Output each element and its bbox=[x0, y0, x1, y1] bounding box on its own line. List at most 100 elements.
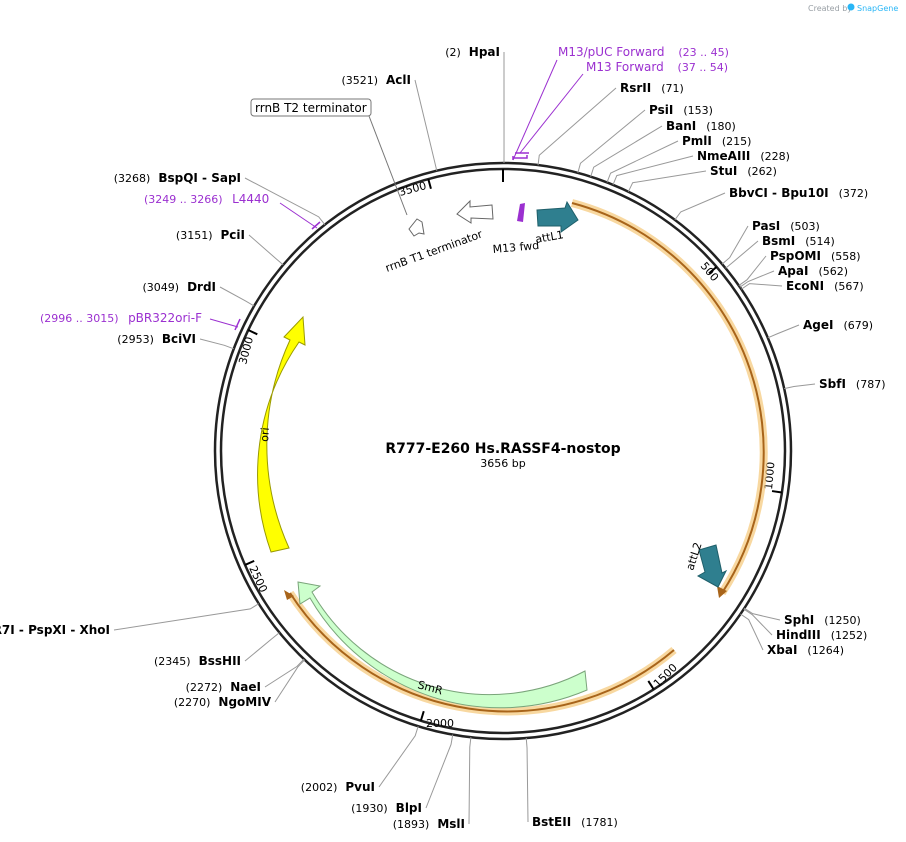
site-leader-drdi bbox=[219, 286, 255, 307]
site-paer7i: (2417)PaeR7I - PspXI - XhoI bbox=[0, 623, 110, 637]
site-pasi-pos: (503) bbox=[790, 220, 820, 233]
attl1-arrow bbox=[536, 200, 579, 233]
site-ngomiv: (2270)NgoMIV bbox=[174, 695, 272, 709]
site-psii-pos: (153) bbox=[683, 104, 713, 117]
site-ngomiv-pos: (2270) bbox=[174, 696, 211, 709]
site-hindiii: HindIII(1252) bbox=[776, 628, 867, 642]
site-leader-blpi bbox=[425, 734, 454, 809]
site-bani: BanI (180) bbox=[666, 119, 736, 133]
site-xbai-pos: (1264) bbox=[807, 644, 844, 657]
l4440-leader bbox=[279, 202, 318, 229]
site-leader-hindiii bbox=[743, 608, 773, 636]
primer-markers bbox=[209, 59, 584, 331]
site-bcivi-name: BciVI bbox=[162, 332, 196, 346]
primer-m13puc-range: (23 .. 45) bbox=[678, 46, 729, 59]
site-bspqi: (3268)BspQI - SapI bbox=[114, 171, 241, 185]
site-apai: ApaI(562) bbox=[778, 264, 848, 278]
site-leader-paer7i bbox=[113, 603, 260, 631]
plasmid-length: 3656 bp bbox=[480, 457, 525, 470]
site-pmli-name: PmlI bbox=[682, 134, 712, 148]
site-apai-name: ApaI bbox=[778, 264, 808, 278]
orf-bottom-arc bbox=[289, 592, 675, 713]
ruler-tick-3000 bbox=[247, 329, 258, 336]
ori-label: ori bbox=[258, 427, 272, 442]
site-leaders bbox=[113, 51, 816, 825]
credit-text: Created by bbox=[808, 4, 852, 13]
site-stui-pos: (262) bbox=[747, 165, 777, 178]
site-sphi: SphI(1250) bbox=[784, 613, 861, 627]
site-leader-psp bbox=[738, 255, 767, 286]
site-pvui-pos: (2002) bbox=[301, 781, 338, 794]
smr-label: SmR bbox=[416, 678, 444, 697]
rrnb-t2-arrow bbox=[408, 218, 425, 237]
site-leader-bsteii bbox=[525, 738, 529, 823]
site-leader-bcivi bbox=[199, 338, 234, 350]
site-leader-econi bbox=[741, 283, 783, 290]
site-blpi: (1930)BlpI bbox=[351, 801, 422, 815]
site-leader-bani bbox=[590, 125, 663, 177]
site-stui: StuI (262) bbox=[710, 164, 777, 178]
site-bani-name: BanI bbox=[666, 119, 696, 133]
primer-pbr-name: pBR322ori-F bbox=[128, 311, 202, 325]
l4440-marker bbox=[311, 221, 321, 230]
smr-arrow bbox=[297, 581, 588, 709]
m13puc-leader bbox=[512, 59, 558, 161]
site-blpi-pos: (1930) bbox=[351, 802, 388, 815]
site-xbai-name: XbaI bbox=[767, 643, 797, 657]
primer-m13puc: M13/pUC Forward (23 .. 45) bbox=[558, 45, 729, 59]
site-bsteii: BstEII(1781) bbox=[532, 815, 618, 829]
site-hpai-pos: (2) bbox=[445, 46, 461, 59]
site-sbfi: SbfI(787) bbox=[819, 377, 886, 391]
rrnb-t1-label: rrnB T1 terminator bbox=[384, 227, 485, 274]
primer-l4440-range: (3249 .. 3266) bbox=[144, 193, 223, 206]
primer-labels: M13/pUC Forward (23 .. 45) M13 Forward (… bbox=[40, 45, 729, 325]
primer-pbr-range: (2996 .. 3015) bbox=[40, 312, 119, 325]
rrnb-t2-label: rrnB T2 terminator bbox=[255, 101, 367, 115]
site-msli-pos: (1893) bbox=[393, 818, 430, 831]
site-bani-pos: (180) bbox=[706, 120, 736, 133]
site-pasi: PasI (503) bbox=[752, 219, 820, 233]
site-pasi-name: PasI bbox=[752, 219, 780, 233]
ruler-label-3000: 3000 bbox=[236, 335, 256, 365]
site-leader-pvui bbox=[378, 726, 419, 788]
pbr-leader bbox=[209, 318, 239, 328]
primer-l4440-name: L4440 bbox=[232, 192, 269, 206]
site-stui-name: StuI bbox=[710, 164, 737, 178]
site-naei: (2272)NaeI bbox=[186, 680, 261, 694]
site-leader-bbvci bbox=[674, 192, 726, 221]
site-econi: EcoNI(567) bbox=[786, 279, 864, 293]
primer-m13f: M13 Forward (37 .. 54) bbox=[586, 60, 728, 74]
site-sphi-name: SphI bbox=[784, 613, 814, 627]
site-sbfi-pos: (787) bbox=[856, 378, 886, 391]
site-bsshii: (2345)BssHII bbox=[154, 654, 241, 668]
site-leader-rsrii bbox=[537, 87, 617, 166]
site-pcii: (3151)PciI bbox=[176, 228, 245, 242]
site-leader-pasi bbox=[721, 225, 749, 265]
site-acli-name: AclI bbox=[386, 73, 411, 87]
pbr-marker bbox=[234, 318, 241, 331]
site-psii-name: PsiI bbox=[649, 103, 673, 117]
orf-arcs bbox=[284, 199, 768, 716]
site-drdi: (3049)DrdI bbox=[142, 280, 216, 294]
site-bbvci-pos: (372) bbox=[839, 187, 869, 200]
orf-right-arrowhead bbox=[717, 586, 727, 598]
ruler-label-2000: 2000 bbox=[426, 717, 454, 730]
site-pvui: (2002)PvuI bbox=[301, 780, 375, 794]
site-bsmi-name: BsmI bbox=[762, 234, 795, 248]
site-pcii-pos: (3151) bbox=[176, 229, 213, 242]
site-acli-pos: (3521) bbox=[341, 74, 378, 87]
site-bsteii-name: BstEII bbox=[532, 815, 571, 829]
site-econi-pos: (567) bbox=[834, 280, 864, 293]
site-leader-bsmi bbox=[725, 240, 759, 269]
site-naei-name: NaeI bbox=[230, 680, 261, 694]
site-paer7i-name: PaeR7I bbox=[0, 623, 15, 637]
site-acli: (3521) AclI bbox=[341, 73, 411, 87]
site-leader-bsshii bbox=[244, 632, 280, 662]
site-agei-pos: (679) bbox=[843, 319, 873, 332]
site-leader-acli bbox=[414, 79, 438, 171]
ruler-tick-2000 bbox=[419, 710, 425, 722]
site-leader-bspqi bbox=[244, 177, 326, 226]
ruler bbox=[244, 178, 783, 722]
site-rsrii-pos: (71) bbox=[661, 82, 684, 95]
site-psp: PspOMI(558) bbox=[770, 249, 861, 263]
